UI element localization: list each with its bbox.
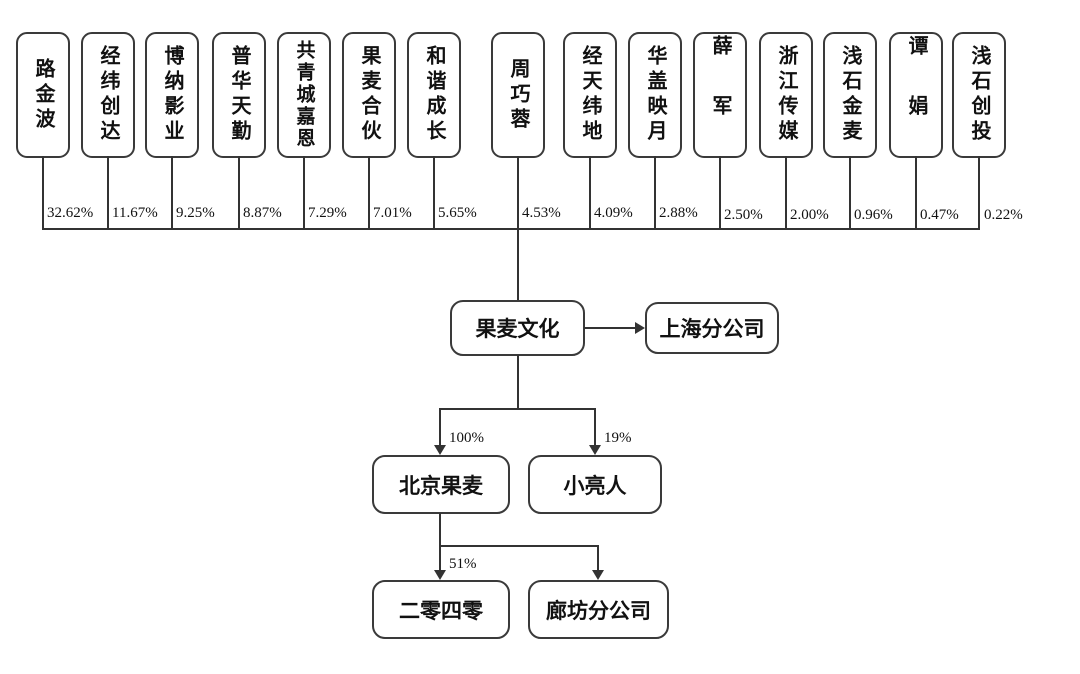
connector-line [303, 156, 305, 230]
branch-node-shanghai: 上海分公司 [645, 302, 779, 354]
subsidiary-name: 二零四零 [399, 599, 483, 623]
ownership-percentage-label: 7.01% [373, 205, 412, 221]
branch-name: 廊坊分公司 [546, 599, 651, 623]
ownership-percentage-label: 11.67% [112, 205, 158, 221]
shareholder-name: 普华天勤 [228, 45, 250, 145]
ownership-percentage-label: 2.00% [790, 207, 829, 223]
ownership-percentage-label: 2.50% [724, 207, 763, 223]
ownership-percentage-label: 51% [449, 556, 477, 572]
subsidiary-node-xiaoliangren: 小亮人 [528, 455, 662, 514]
bus-line [42, 228, 980, 230]
arrowhead-down-icon [592, 570, 604, 580]
shareholder-box: 浅石金麦 [823, 32, 877, 158]
connector-line [439, 408, 441, 447]
shareholder-box: 华盖映月 [628, 32, 682, 158]
connector-line [238, 156, 240, 230]
arrowhead-down-icon [589, 445, 601, 455]
connector-line [107, 156, 109, 230]
shareholder-box: 薛军 [693, 32, 747, 158]
ownership-percentage-label: 19% [604, 430, 632, 446]
shareholder-box: 谭娟 [889, 32, 943, 158]
connector-line [439, 545, 599, 547]
connector-line [719, 156, 721, 230]
ownership-percentage-label: 7.29% [308, 205, 347, 221]
connector-line [517, 229, 519, 300]
shareholder-box: 浅石创投 [952, 32, 1006, 158]
connector-line [517, 156, 519, 230]
shareholder-box: 共青城嘉恩 [277, 32, 331, 158]
ownership-percentage-label: 100% [449, 430, 484, 446]
connector-line [597, 545, 599, 573]
shareholder-name: 博纳影业 [161, 45, 183, 145]
connector-line [439, 513, 441, 546]
ownership-percentage-label: 5.65% [438, 205, 477, 221]
shareholder-name: 经天纬地 [579, 45, 601, 145]
connector-line [517, 355, 519, 409]
connector-line [439, 408, 596, 410]
arrowhead-down-icon [434, 570, 446, 580]
connector-line [785, 156, 787, 230]
connector-line [654, 156, 656, 230]
arrowhead-down-icon [434, 445, 446, 455]
shareholder-box: 和谐成长 [407, 32, 461, 158]
shareholder-box: 浙江传媒 [759, 32, 813, 158]
company-name: 果麦文化 [475, 318, 560, 341]
subsidiary-node-beijing-guomai: 北京果麦 [372, 455, 510, 514]
shareholder-name: 浅石金麦 [839, 45, 861, 145]
shareholder-name: 浅石创投 [968, 45, 990, 145]
connector-line [439, 545, 441, 573]
ownership-percentage-label: 4.53% [522, 205, 561, 221]
ownership-percentage-label: 8.87% [243, 205, 282, 221]
connector-line [433, 156, 435, 230]
connector-line [368, 156, 370, 230]
shareholder-box: 周巧蓉 [491, 32, 545, 158]
connector-line [589, 156, 591, 230]
ownership-percentage-label: 0.22% [984, 207, 1023, 223]
subsidiary-name: 北京果麦 [399, 474, 483, 498]
connector-line [849, 156, 851, 230]
company-node-guomai-culture: 果麦文化 [450, 300, 585, 356]
subsidiary-node-erlingsiling: 二零四零 [372, 580, 510, 639]
shareholder-name: 共青城嘉恩 [293, 40, 315, 150]
shareholder-name: 周巧蓉 [507, 57, 529, 133]
connector-line [171, 156, 173, 230]
branch-node-langfang: 廊坊分公司 [528, 580, 669, 639]
connector-line [42, 156, 44, 230]
shareholder-box: 果麦合伙 [342, 32, 396, 158]
shareholder-name: 薛军 [709, 35, 731, 155]
ownership-percentage-label: 0.96% [854, 207, 893, 223]
ownership-percentage-label: 2.88% [659, 205, 698, 221]
shareholder-name: 浙江传媒 [775, 45, 797, 145]
shareholder-box: 普华天勤 [212, 32, 266, 158]
connector-line [915, 156, 917, 230]
shareholder-name: 经纬创达 [97, 45, 119, 145]
arrowhead-right-icon [635, 322, 645, 334]
shareholder-box: 经天纬地 [563, 32, 617, 158]
shareholder-box: 路金波 [16, 32, 70, 158]
ownership-percentage-label: 0.47% [920, 207, 959, 223]
ownership-percentage-label: 9.25% [176, 205, 215, 221]
subsidiary-name: 小亮人 [563, 474, 627, 498]
shareholder-name: 果麦合伙 [358, 45, 380, 145]
ownership-percentage-label: 32.62% [47, 205, 94, 221]
shareholder-name: 谭娟 [905, 35, 927, 155]
shareholder-box: 经纬创达 [81, 32, 135, 158]
shareholder-box: 博纳影业 [145, 32, 199, 158]
shareholder-name: 华盖映月 [644, 45, 666, 145]
shareholder-name: 和谐成长 [423, 45, 445, 145]
ownership-percentage-label: 4.09% [594, 205, 633, 221]
connector-line [584, 327, 636, 329]
connector-line [594, 408, 596, 447]
branch-name: 上海分公司 [659, 318, 765, 341]
connector-line [978, 156, 980, 230]
shareholder-name: 路金波 [32, 57, 54, 133]
